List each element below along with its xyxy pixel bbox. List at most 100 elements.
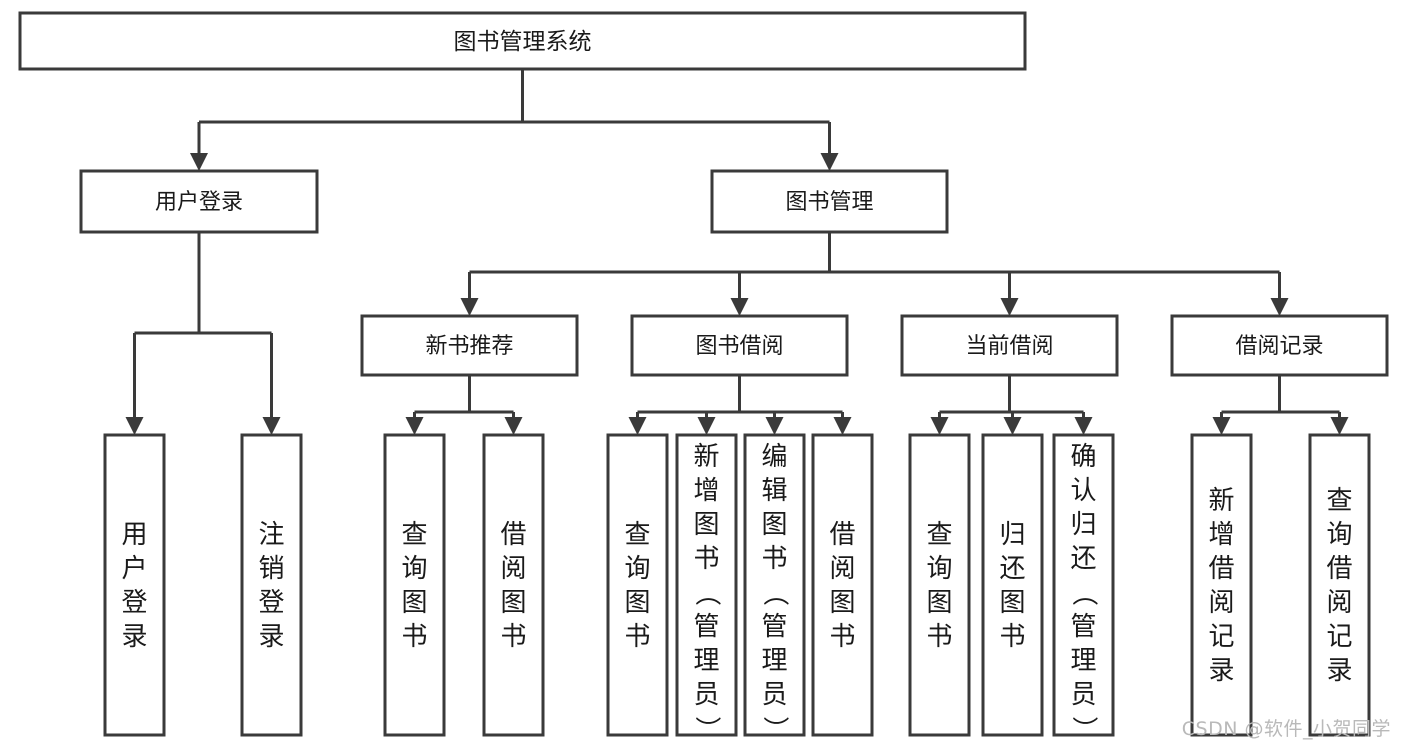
arrow-head-leaf-rec-query-book: [405, 417, 424, 435]
node-box-leaf-bb-edit-book: [743, 433, 806, 737]
arrow-head-leaf-rec-borrow-book: [504, 417, 523, 435]
svg-text:理: 理: [1070, 646, 1096, 676]
arrow-head-leaf-bb-add-book: [697, 417, 716, 435]
node-box-leaf-bb-query-book: [606, 433, 669, 737]
svg-text:编: 编: [761, 442, 787, 472]
svg-text:图: 图: [999, 588, 1025, 618]
arrow-head-book-borrow: [730, 298, 749, 316]
svg-text:查: 查: [926, 520, 952, 550]
arrow-head-book-manage: [820, 153, 839, 171]
node-box-leaf-br-query-record: [1308, 433, 1371, 737]
svg-text:理: 理: [693, 646, 719, 676]
node-box-root: [18, 11, 1027, 71]
svg-text:录: 录: [1208, 656, 1234, 686]
conn-borrowrecord-to-leaves: [1212, 375, 1349, 435]
svg-text:询: 询: [926, 554, 952, 584]
svg-text:图: 图: [693, 510, 719, 540]
node-box-leaf-user-logout: [240, 433, 303, 737]
svg-text:（: （: [692, 580, 722, 606]
node-box-leaf-rec-borrow-book: [482, 433, 545, 737]
svg-text:还: 还: [1070, 544, 1096, 574]
svg-text:查: 查: [1326, 486, 1352, 516]
svg-text:记: 记: [1326, 622, 1352, 652]
node-box-leaf-bb-add-book: [675, 433, 738, 737]
node-box-leaf-cb-query-book: [908, 433, 971, 737]
node-book-borrow[interactable]: 图书借阅: [630, 314, 849, 377]
svg-text:户: 户: [121, 554, 147, 584]
svg-text:询: 询: [1326, 520, 1352, 550]
svg-text:阅: 阅: [1208, 588, 1234, 618]
svg-text:注: 注: [258, 520, 284, 550]
node-layer: 图书管理系统用户登录图书管理新书推荐图书借阅当前借阅借阅记录用户登录注销登录查询…: [18, 11, 1389, 742]
arrow-head-leaf-cb-confirm-return: [1074, 417, 1093, 435]
svg-text:录: 录: [258, 622, 284, 652]
node-label-root: 图书管理系统: [454, 29, 592, 55]
svg-text:阅: 阅: [1326, 588, 1352, 618]
svg-text:书: 书: [761, 544, 787, 574]
svg-text:图: 图: [401, 588, 427, 618]
svg-text:归: 归: [1070, 510, 1096, 540]
svg-text:书: 书: [829, 622, 855, 652]
svg-text:录: 录: [1326, 656, 1352, 686]
svg-text:辑: 辑: [761, 476, 787, 506]
svg-text:书: 书: [999, 622, 1025, 652]
svg-text:）: ）: [1069, 716, 1099, 742]
svg-text:图: 图: [500, 588, 526, 618]
node-book-manage[interactable]: 图书管理: [710, 169, 949, 234]
svg-text:）: ）: [692, 716, 722, 742]
node-new-book-rec[interactable]: 新书推荐: [360, 314, 579, 377]
svg-text:借: 借: [829, 520, 855, 550]
node-borrow-record[interactable]: 借阅记录: [1170, 314, 1389, 377]
node-leaf-user-login[interactable]: 用户登录: [103, 433, 166, 737]
svg-text:借: 借: [500, 520, 526, 550]
node-box-leaf-cb-confirm-return: [1052, 433, 1115, 737]
svg-text:理: 理: [761, 646, 787, 676]
node-label-leaf-user-login: 用户登录: [121, 520, 147, 652]
node-box-user-login: [79, 169, 319, 234]
node-box-leaf-bb-borrow-book: [811, 433, 874, 737]
svg-text:登: 登: [121, 588, 147, 618]
svg-text:销: 销: [258, 554, 284, 584]
node-label-book-manage: 图书管理: [785, 190, 873, 215]
arrow-head-leaf-bb-borrow-book: [833, 417, 852, 435]
conn-currentborrow-to-leaves: [930, 375, 1093, 435]
svg-text:图: 图: [761, 510, 787, 540]
svg-text:阅: 阅: [829, 554, 855, 584]
conn-bookmanage-to-level3: [460, 232, 1289, 316]
arrow-head-leaf-br-query-record: [1330, 417, 1349, 435]
svg-text:图: 图: [829, 588, 855, 618]
svg-text:借: 借: [1326, 554, 1352, 584]
arrow-head-leaf-cb-return-book: [1003, 417, 1022, 435]
svg-text:还: 还: [999, 554, 1025, 584]
node-root[interactable]: 图书管理系统: [18, 11, 1027, 71]
arrow-head-user-login: [190, 153, 208, 171]
node-current-borrow[interactable]: 当前借阅: [900, 314, 1119, 377]
node-box-borrow-record: [1170, 314, 1389, 377]
arrow-head-leaf-br-add-record: [1212, 417, 1231, 435]
svg-text:（: （: [1069, 580, 1099, 606]
node-box-leaf-rec-query-book: [383, 433, 446, 737]
svg-text:登: 登: [258, 588, 284, 618]
svg-text:新: 新: [1208, 486, 1234, 516]
node-user-login[interactable]: 用户登录: [79, 169, 319, 234]
conn-userlogin-to-leaves: [125, 232, 281, 435]
node-box-current-borrow: [900, 314, 1119, 377]
svg-text:录: 录: [121, 622, 147, 652]
